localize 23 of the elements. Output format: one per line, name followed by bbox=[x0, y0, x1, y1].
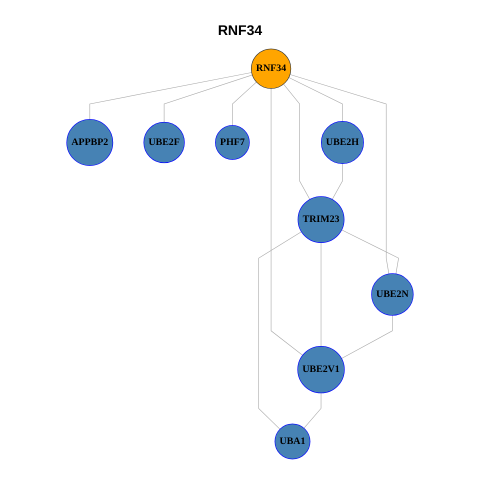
node-circle: UBE2F bbox=[144, 122, 185, 164]
connector bbox=[290, 74, 390, 274]
node-circle: RNF34 bbox=[251, 48, 292, 89]
connector bbox=[258, 231, 302, 430]
node-circle: UBE2N bbox=[371, 273, 414, 316]
node-circle: PHF7 bbox=[215, 125, 250, 160]
connector bbox=[320, 242, 322, 347]
node-circle: APPBP2 bbox=[66, 119, 114, 166]
node-circle: UBE2V1 bbox=[297, 346, 345, 394]
connector bbox=[232, 82, 257, 126]
connector bbox=[341, 230, 399, 274]
connector bbox=[341, 315, 393, 359]
connector bbox=[304, 392, 322, 428]
connector bbox=[288, 77, 343, 122]
chart-title: RNF34 bbox=[216, 22, 264, 38]
connector bbox=[270, 88, 303, 356]
connector bbox=[89, 72, 252, 120]
connector bbox=[283, 84, 310, 200]
node-circle: UBE2H bbox=[320, 121, 364, 164]
connector bbox=[164, 74, 253, 122]
node-circle: UBA1 bbox=[274, 424, 310, 460]
connector bbox=[332, 163, 343, 200]
node-circle: TRIM23 bbox=[298, 196, 344, 243]
